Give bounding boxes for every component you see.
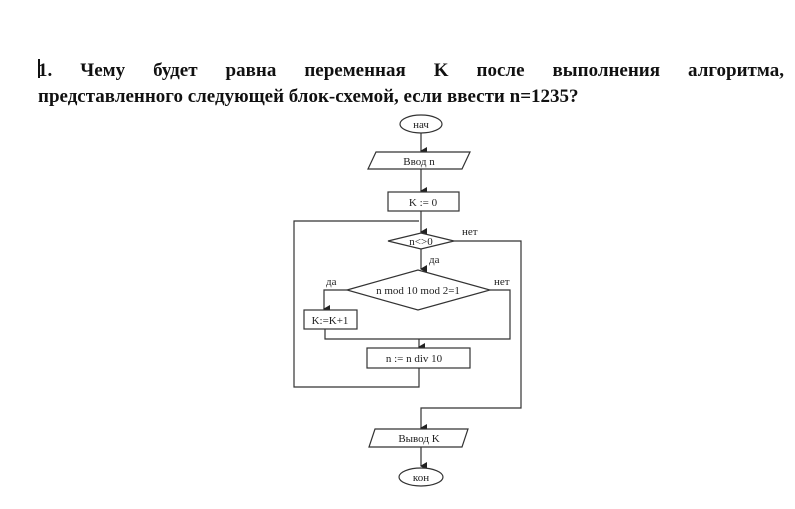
input-label: Ввод n	[403, 156, 435, 168]
question-word: переменная	[304, 60, 406, 81]
end-terminal	[398, 467, 444, 487]
init-label: K := 0	[409, 197, 438, 209]
loop-back-line	[293, 220, 420, 388]
increment-label: K:=K+1	[312, 315, 349, 327]
question-word: будет	[153, 60, 198, 81]
question-line-2: представленного следующей блок-схемой, е…	[38, 86, 579, 107]
merge-line	[324, 289, 511, 340]
end-label: кон	[413, 472, 429, 484]
output-label: Вывод K	[398, 433, 439, 445]
inner-yes-label: да	[326, 276, 337, 288]
question-word: алгоритма,	[688, 60, 784, 81]
init-block	[387, 191, 460, 212]
question-word: равна	[225, 60, 277, 81]
loop-no-label: нет	[462, 226, 478, 238]
output-block	[368, 428, 469, 448]
question-word: Чему	[80, 60, 126, 81]
question-text: 1. Чему будет равна переменная K после в…	[38, 58, 784, 110]
update-block	[366, 347, 471, 369]
inner-condition-label: n mod 10 mod 2=1	[376, 285, 460, 297]
update-label: n := n div 10	[386, 353, 443, 365]
loop-condition-label: n<>0	[409, 236, 433, 248]
question-line-1: 1. Чему будет равна переменная K после в…	[38, 58, 784, 84]
input-block	[367, 151, 471, 170]
question-word: после	[476, 60, 525, 81]
increment-block	[303, 309, 358, 330]
text-cursor	[38, 59, 40, 78]
start-label: нач	[413, 119, 429, 131]
question-number: 1.	[38, 59, 53, 81]
inner-yes-line	[323, 289, 347, 313]
inner-no-label: нет	[494, 276, 510, 288]
loop-yes-label: да	[429, 254, 440, 266]
loop-exit-line	[420, 240, 522, 432]
question-word: выполнения	[552, 60, 661, 81]
question-word: K	[433, 60, 449, 81]
